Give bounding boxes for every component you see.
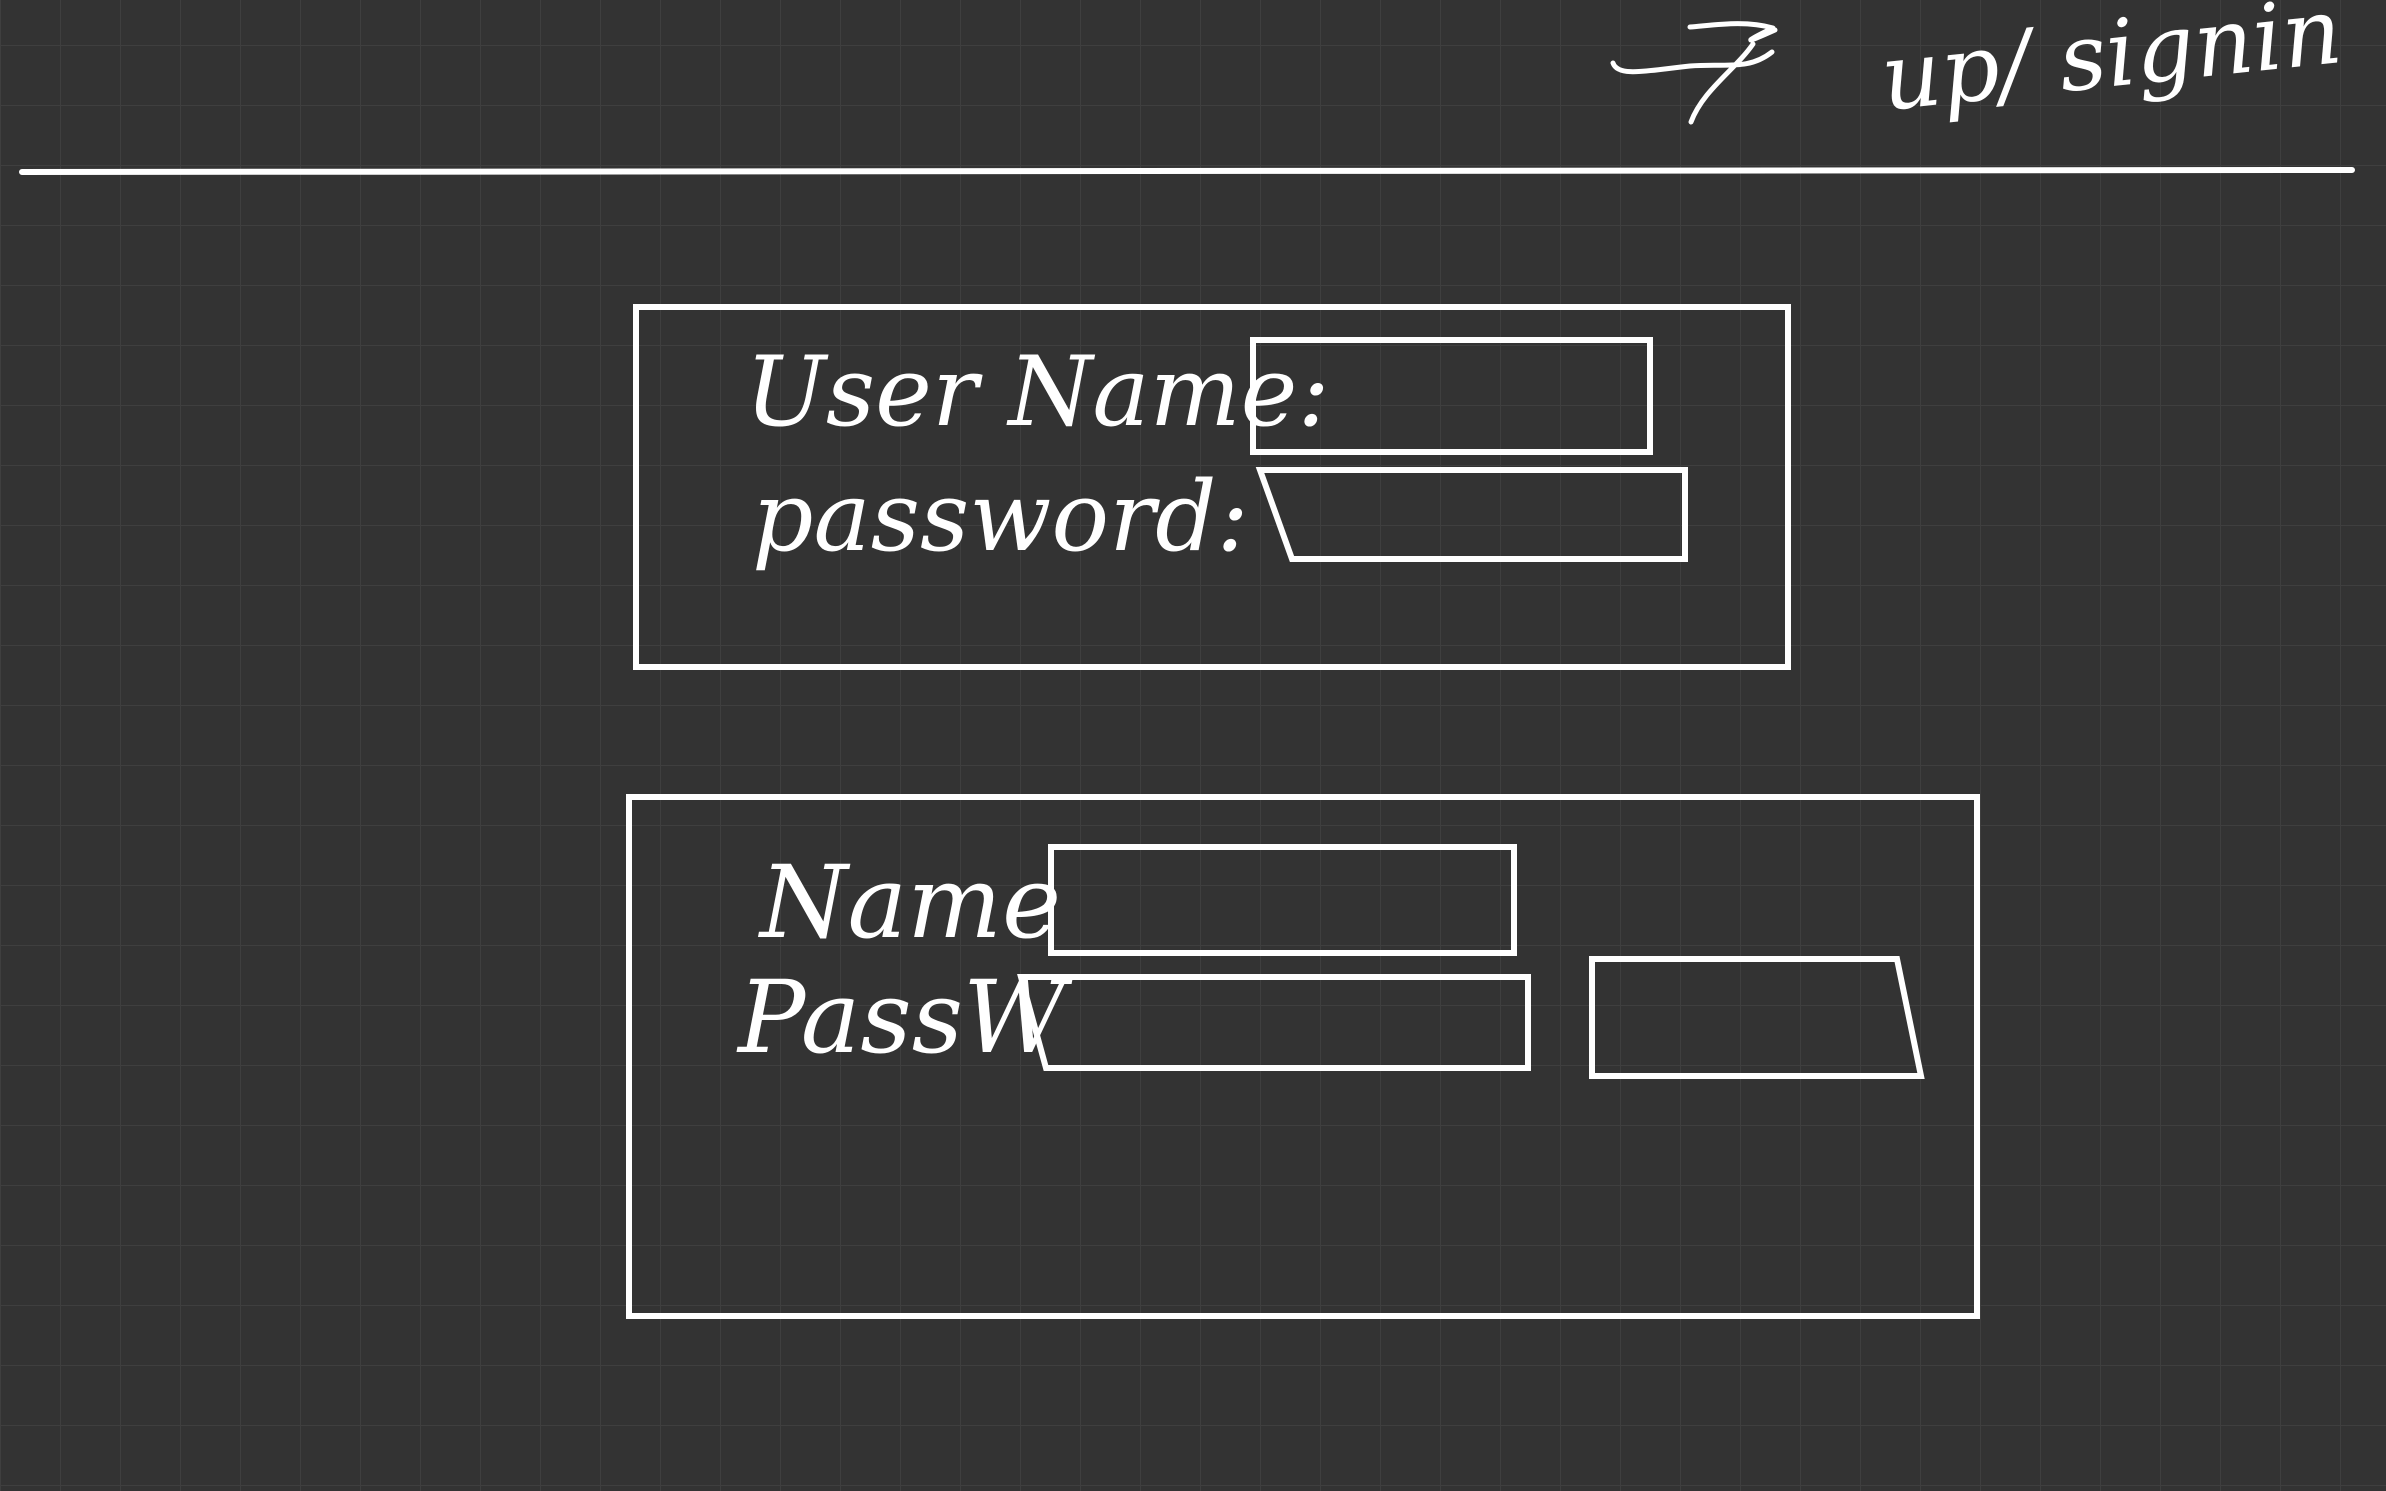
password-label: password: xyxy=(752,461,1249,573)
login-form-box xyxy=(633,304,1791,670)
password-input[interactable] xyxy=(1255,467,1688,562)
signup-form-box xyxy=(626,794,1980,1319)
username-label: User Name: xyxy=(745,336,1330,448)
header-divider xyxy=(19,167,2355,175)
signup-password-label: PassW xyxy=(736,959,1073,1076)
signup-name-input[interactable] xyxy=(1048,844,1517,956)
signup-password-input[interactable] xyxy=(1017,974,1531,1071)
signup-name-label: Name xyxy=(758,844,1061,961)
username-input[interactable] xyxy=(1250,337,1653,455)
signup-submit-button[interactable] xyxy=(1589,956,1925,1079)
arrow-right-icon xyxy=(1610,21,1778,125)
